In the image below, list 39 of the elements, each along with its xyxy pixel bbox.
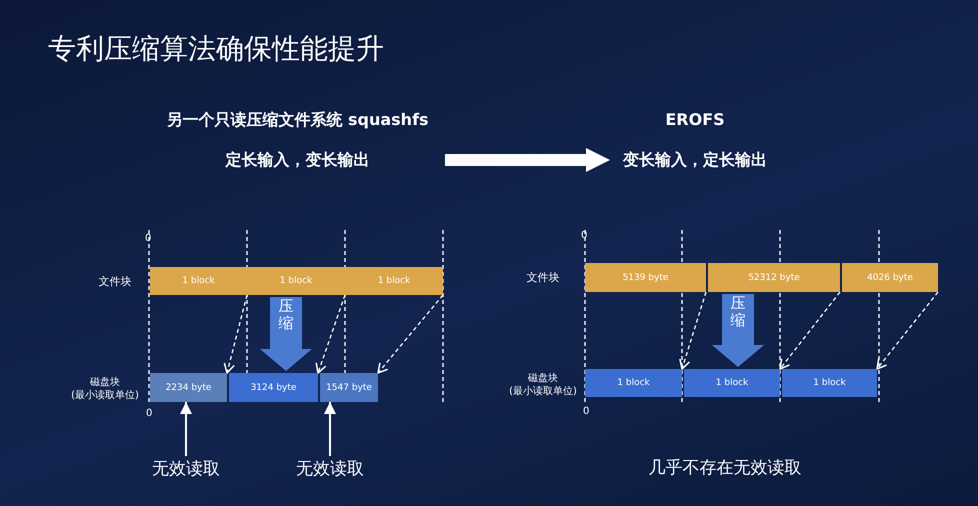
note-text: 无效读取 bbox=[284, 456, 376, 482]
file-block: 5139 byte bbox=[585, 263, 706, 292]
file-block: 1 block bbox=[150, 267, 247, 295]
note-text: 无效读取 bbox=[140, 456, 232, 482]
disk-block: 1 block bbox=[684, 369, 780, 397]
axis-label: 0 bbox=[583, 406, 590, 417]
arrow bbox=[324, 402, 336, 456]
file-block: 1 block bbox=[247, 267, 345, 295]
section-heading: EROFS bbox=[664, 110, 726, 129]
arrow bbox=[224, 294, 248, 374]
section-subheading: 定长输入，变长输出 bbox=[224, 150, 370, 171]
disk-block: 2234 byte bbox=[150, 373, 227, 402]
slide-title: 专利压缩算法确保性能提升 bbox=[48, 31, 384, 67]
row-label: 磁盘块(最小读取单位) bbox=[70, 376, 140, 402]
disk-block: 1 block bbox=[782, 369, 877, 397]
arrow bbox=[377, 294, 444, 374]
arrow bbox=[315, 294, 346, 374]
arrow bbox=[180, 402, 192, 456]
edge-label: 压缩 bbox=[278, 298, 294, 332]
axis-label: 0 bbox=[146, 408, 152, 419]
arrow bbox=[779, 292, 841, 370]
section-heading: 另一个只读压缩文件系统 squashfs bbox=[165, 110, 430, 131]
disk-block: 1 block bbox=[585, 369, 682, 397]
axis-label: 0 bbox=[145, 233, 152, 244]
file-block: 52312 byte bbox=[708, 263, 840, 292]
block-arrow bbox=[445, 148, 610, 172]
row-label: 文件块 bbox=[526, 270, 560, 285]
row-label: 文件块 bbox=[98, 274, 132, 289]
arrow bbox=[679, 292, 707, 370]
edge-label: 压缩 bbox=[730, 295, 746, 329]
file-block: 1 block bbox=[345, 267, 443, 295]
note-text: 几乎不存在无效读取 bbox=[648, 457, 802, 479]
disk-block: 3124 byte bbox=[229, 373, 318, 402]
file-block: 4026 byte bbox=[842, 263, 938, 292]
row-label: 磁盘块(最小读取单位) bbox=[508, 372, 578, 398]
arrow bbox=[876, 292, 938, 370]
axis-label: 0 bbox=[581, 230, 588, 241]
disk-block: 1547 byte bbox=[320, 373, 378, 402]
section-subheading: 变长输入，定长输出 bbox=[622, 150, 768, 171]
